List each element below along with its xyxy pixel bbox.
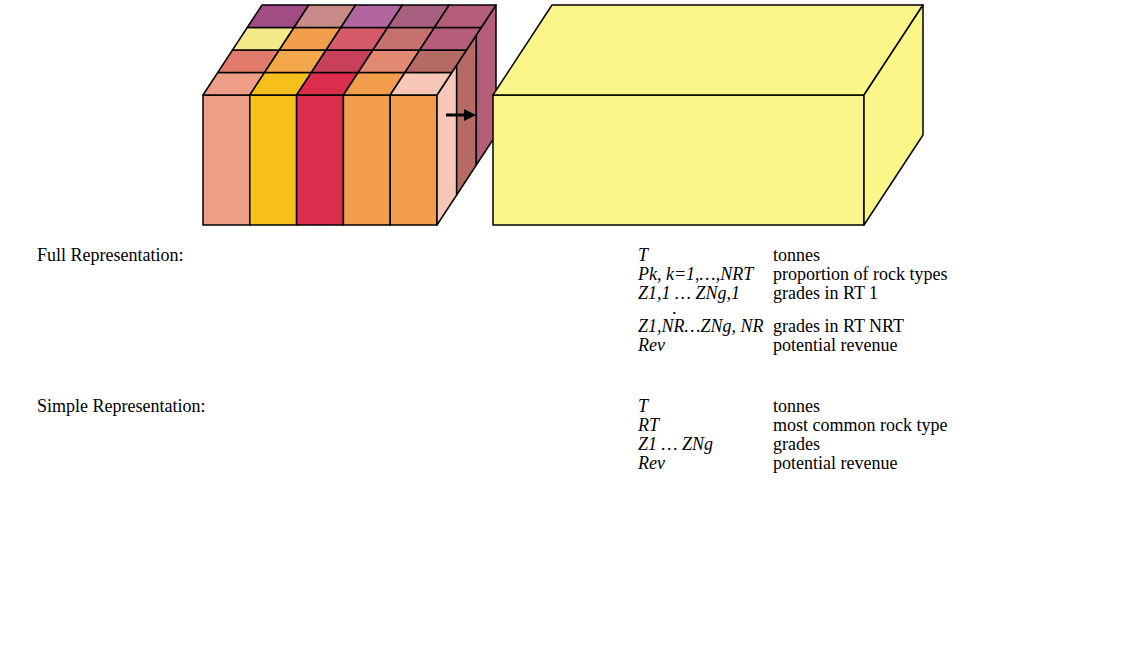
field-symbol: Z1,NR…ZNg, NR (638, 316, 764, 336)
section-heading: Full Representation: (37, 245, 183, 265)
field-symbol: T (638, 396, 648, 416)
field-description: tonnes (773, 396, 820, 416)
section-heading: Simple Representation: (37, 396, 205, 416)
block-cell (420, 28, 482, 51)
field-description: . (672, 298, 677, 318)
field-description: proportion of rock types (773, 264, 947, 284)
field-description: potential revenue (773, 453, 897, 473)
block-cell (343, 95, 390, 225)
field-description: grades in RT 1 (773, 283, 878, 303)
field-description: most common rock type (773, 415, 947, 435)
field-symbol: Pk, k=1,…,NRT (638, 264, 753, 284)
field-description: grades in RT NRT (773, 316, 904, 336)
field-description: tonnes (773, 245, 820, 265)
block-cell (434, 5, 496, 28)
field-description: grades (773, 434, 820, 454)
field-symbol: Z1,1 … ZNg,1 (638, 283, 740, 303)
simple-block (493, 5, 923, 225)
field-symbol: RT (638, 415, 659, 435)
block-cell (297, 95, 344, 225)
block-cell (390, 73, 452, 96)
block-cell (203, 95, 250, 225)
field-symbol: Rev (638, 335, 665, 355)
field-symbol: T (638, 245, 648, 265)
block-cell (390, 95, 437, 225)
composite-block (203, 5, 496, 225)
block-cell (250, 95, 297, 225)
field-symbol: Rev (638, 453, 665, 473)
field-symbol: Z1 … ZNg (638, 434, 713, 454)
block-cell (405, 50, 467, 73)
block-arrow (446, 109, 476, 121)
field-description: potential revenue (773, 335, 897, 355)
